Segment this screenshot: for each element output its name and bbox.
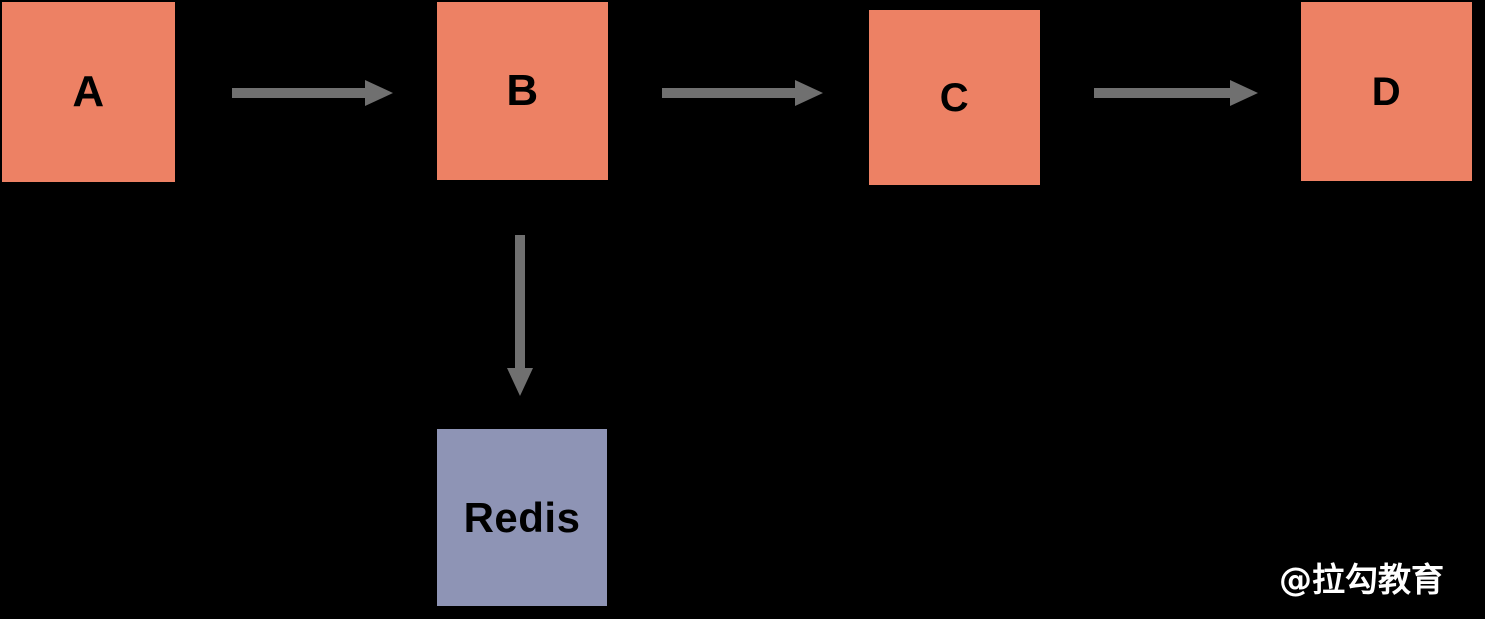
node-c[interactable]: C xyxy=(869,10,1040,185)
node-a-label: A xyxy=(72,67,105,116)
node-b[interactable]: B xyxy=(437,2,608,180)
node-d-label: D xyxy=(1371,69,1402,114)
arrow-a-to-b xyxy=(232,80,393,106)
watermark-text: @拉勾教育 xyxy=(1279,560,1444,599)
arrow-b-to-redis xyxy=(507,235,533,396)
node-redis[interactable]: Redis xyxy=(437,429,607,606)
node-a[interactable]: A xyxy=(2,2,175,182)
node-redis-label: Redis xyxy=(463,493,581,541)
node-b-label: B xyxy=(506,66,539,115)
arrow-c-to-d xyxy=(1094,80,1258,106)
arrow-b-to-c xyxy=(662,80,823,106)
node-d[interactable]: D xyxy=(1301,2,1472,181)
node-c-label: C xyxy=(939,75,970,120)
